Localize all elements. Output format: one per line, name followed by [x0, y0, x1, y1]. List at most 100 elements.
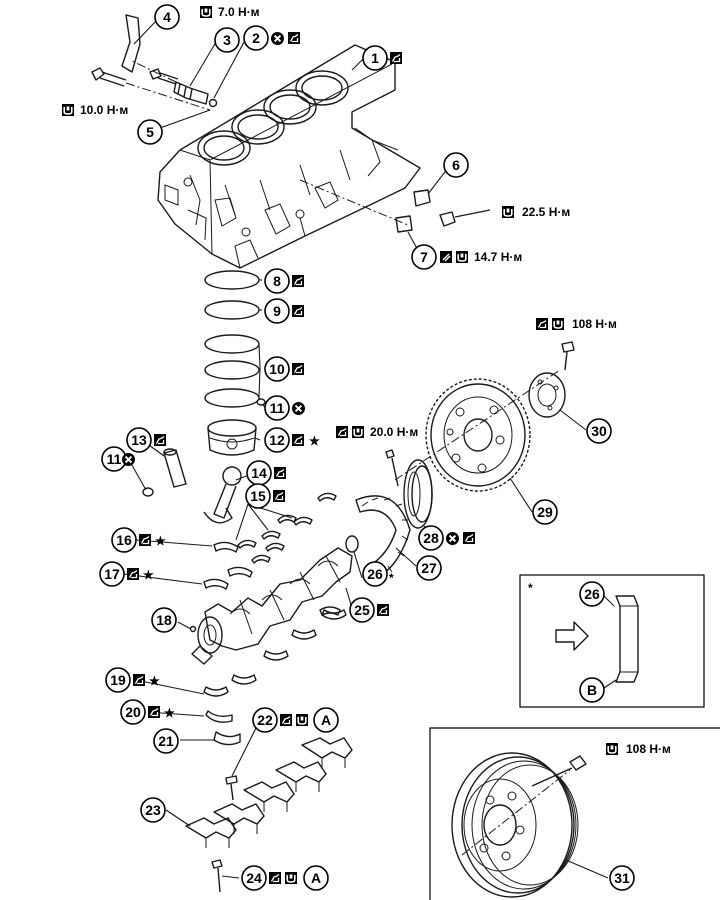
piston: [207, 419, 257, 456]
callout-5: 5: [137, 119, 163, 145]
oil-can-icon: [291, 304, 305, 318]
svg-text:15: 15: [250, 488, 266, 504]
svg-text:8: 8: [273, 273, 281, 289]
oil-can-icon: [462, 531, 476, 545]
torque-label: 108 Н·м: [572, 317, 617, 331]
main-bearing-caps: [185, 737, 353, 848]
callout-9: 9: [264, 298, 290, 324]
sealant-icon: [439, 250, 453, 264]
callout-1: 1: [362, 45, 388, 71]
oil-can-icon: [376, 603, 390, 617]
svg-text:16: 16: [116, 532, 132, 548]
oil-can-icon: [273, 466, 287, 480]
star-mark: ★: [155, 534, 166, 548]
svg-text:B: B: [587, 682, 597, 698]
svg-text:14: 14: [251, 465, 267, 481]
svg-text:12: 12: [269, 432, 285, 448]
callout-20: 20: [120, 699, 146, 725]
thrust-bearing-detail: [615, 595, 639, 683]
do-not-reuse-icon: [445, 531, 460, 546]
plug-sensor: [173, 81, 209, 105]
callout-8: 8: [264, 268, 290, 294]
svg-text:22: 22: [257, 712, 273, 728]
callout-26: 26: [362, 561, 388, 587]
oil-jet-bolt: [149, 68, 179, 85]
leader-lines: [123, 19, 609, 879]
reference-a-2: A: [303, 865, 329, 891]
callout-27: 27: [416, 555, 442, 581]
svg-text:27: 27: [421, 560, 437, 576]
oil-can-icon: [279, 713, 293, 727]
callout-11: 11: [264, 395, 290, 421]
do-not-reuse-icon: [121, 452, 136, 467]
do-not-reuse-icon: [270, 31, 285, 46]
svg-text:24: 24: [246, 870, 262, 886]
do-not-reuse-icon: [291, 401, 306, 416]
star-mark: ★: [143, 568, 154, 582]
torque-wrench-icon: [295, 713, 309, 727]
callout-11b: 11: [101, 446, 127, 472]
thrust-washer: [205, 710, 241, 746]
callout-13: 13: [126, 427, 152, 453]
asterisk-mark: *: [389, 571, 394, 585]
callout-14: 14: [246, 460, 272, 486]
piston-pin: [163, 448, 187, 488]
reference-a-1: A: [313, 707, 339, 733]
svg-text:11: 11: [270, 400, 285, 416]
callout-18: 18: [151, 607, 177, 633]
oil-can-icon: [291, 274, 305, 288]
oil-can-icon: [138, 533, 152, 547]
torque-label: 7.0 Н·м: [218, 5, 260, 19]
torque-wrench-icon: [455, 250, 469, 264]
drain-plug-7: [395, 215, 413, 233]
oil-can-icon: [389, 51, 403, 65]
callout-28: 28: [418, 525, 444, 551]
block-bolt-10nm: [91, 67, 127, 87]
callout-30: 30: [586, 418, 612, 444]
callout-26-detail: 26: [579, 581, 605, 607]
svg-text:13: 13: [131, 432, 147, 448]
asterisk-mark: *: [528, 581, 533, 595]
drain-plug-6: [413, 189, 431, 207]
callout-19: 19: [105, 667, 131, 693]
torque-wrench-icon: [551, 317, 565, 331]
crankshaft: [191, 547, 353, 665]
svg-text:A: A: [321, 712, 331, 728]
oil-can-icon: [291, 433, 305, 447]
oil-jet-bracket: [121, 14, 141, 73]
oil-can-icon: [153, 433, 167, 447]
svg-text:26: 26: [367, 566, 383, 582]
callout-7: 7: [411, 244, 437, 270]
main-bearings-upper: [203, 541, 341, 616]
oil-can-icon: [335, 425, 349, 439]
svg-text:26: 26: [584, 586, 600, 602]
snap-ring: [142, 487, 154, 497]
oil-can-icon: [272, 489, 286, 503]
svg-text:5: 5: [146, 124, 154, 140]
oil-can-icon: [291, 362, 305, 376]
star-mark: ★: [149, 674, 160, 688]
svg-text:9: 9: [273, 303, 281, 319]
star-mark: ★: [164, 706, 175, 720]
callout-17: 17: [99, 561, 125, 587]
callout-16: 16: [111, 527, 137, 553]
oil-can-icon: [126, 567, 140, 581]
pulley-bolt: [531, 755, 587, 787]
conrod-bearings: [237, 492, 337, 564]
torque-label: 10.0 Н·м: [80, 103, 128, 117]
callout-25: 25: [349, 597, 375, 623]
oil-can-icon: [132, 673, 146, 687]
reinforcement-plate: [528, 372, 566, 418]
star-mark: ★: [309, 434, 320, 448]
o-ring-small: [208, 98, 218, 108]
svg-text:11: 11: [107, 451, 122, 467]
svg-text:A: A: [311, 870, 321, 886]
rear-oil-seal: [403, 459, 433, 529]
svg-text:20: 20: [125, 704, 141, 720]
callout-23: 23: [140, 797, 166, 823]
callout-2: 2: [243, 25, 269, 51]
svg-text:3: 3: [223, 32, 231, 48]
svg-text:29: 29: [537, 504, 553, 520]
snap-ring-2: [256, 398, 266, 406]
